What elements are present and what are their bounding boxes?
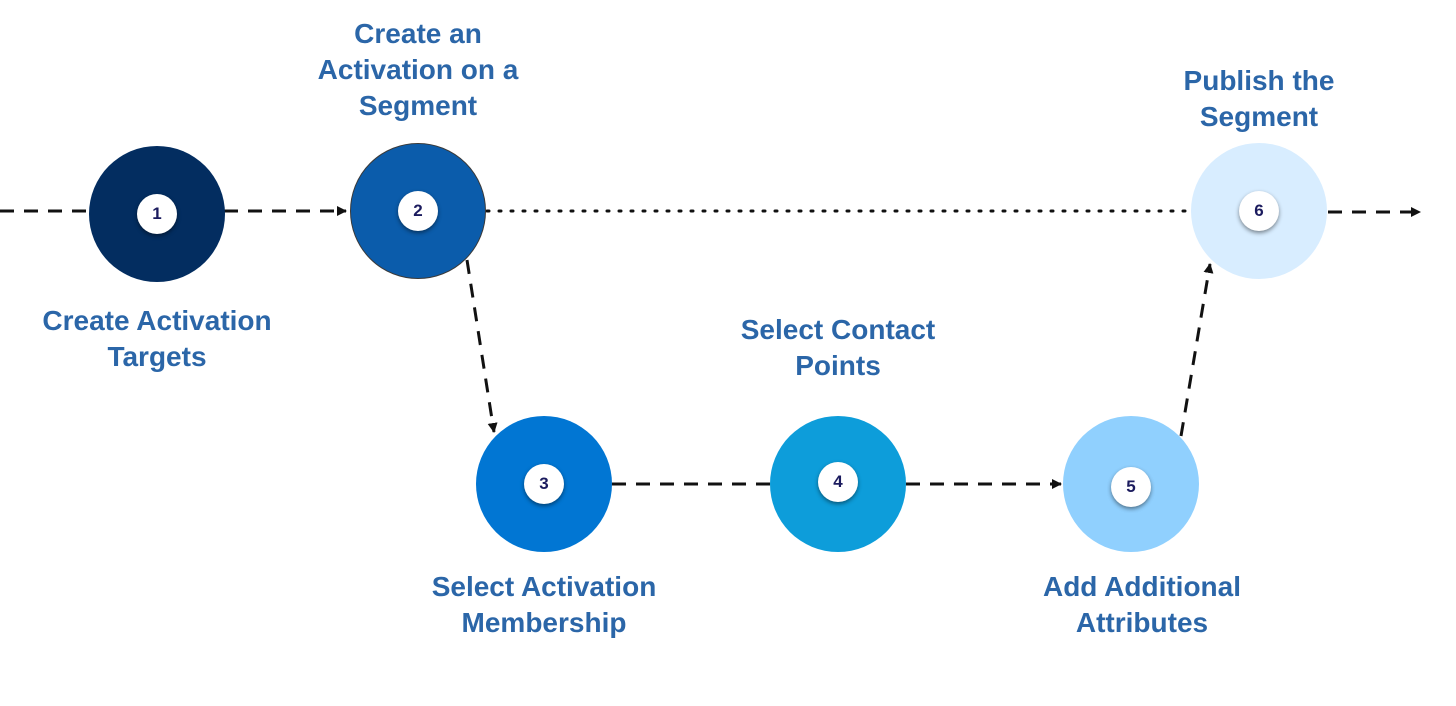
step-5-node: 5 [1063, 416, 1199, 552]
step-6-node: 6 [1191, 143, 1327, 279]
step-4-badge: 4 [818, 462, 858, 502]
connector-5-to-6 [1179, 263, 1214, 437]
step-2-label: Create an Activation on a Segment [317, 18, 519, 121]
step-6-label: Publish the Segment [1183, 65, 1335, 132]
step-5-badge: 5 [1111, 467, 1151, 507]
step-4-node: 4 [770, 416, 906, 552]
step-5-label: Add Additional Attributes [1042, 571, 1242, 638]
step-2-node: 2 [350, 143, 486, 279]
step-1-node: 1 [89, 146, 225, 282]
step-2-badge: 2 [398, 191, 438, 231]
step-4-label: Select Contact Points [740, 314, 936, 381]
step-1-label: Create Activation Targets [42, 305, 272, 372]
step-3-node: 3 [476, 416, 612, 552]
connector-2-to-3 [465, 259, 498, 433]
step-6-badge: 6 [1239, 191, 1279, 231]
step-1-badge: 1 [137, 194, 177, 234]
step-3-badge: 3 [524, 464, 564, 504]
step-3-label: Select Activation Membership [431, 571, 657, 638]
